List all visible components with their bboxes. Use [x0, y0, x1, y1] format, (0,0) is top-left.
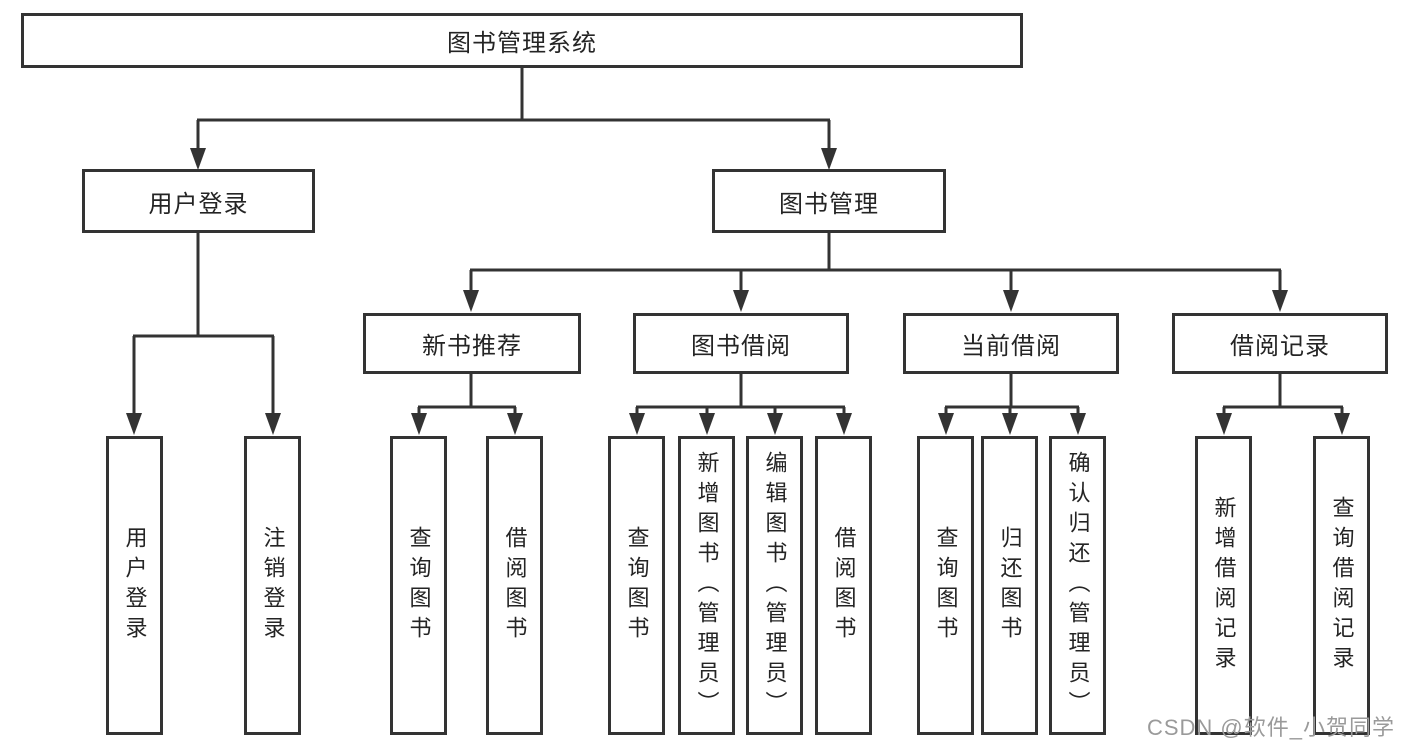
node-new-book-recommendation: 新书推荐 [363, 313, 581, 374]
leaf-logout: 注销登录 [244, 436, 301, 735]
arrow-down-icon [126, 413, 142, 435]
node-book-borrowing: 图书借阅 [633, 313, 849, 374]
connector-current-borrow-children [944, 374, 1080, 417]
arrow-down-icon [733, 290, 749, 312]
node-borrowing-records: 借阅记录 [1172, 313, 1388, 374]
leaf-edit-books-admin: 编辑图书（管理员） [746, 436, 803, 735]
leaf-borrow-books: 借阅图书 [815, 436, 872, 735]
node-user-login: 用户登录 [82, 169, 315, 233]
connector-borrow-records-children [1222, 374, 1344, 417]
arrow-down-icon [1003, 290, 1019, 312]
arrow-down-icon [507, 413, 523, 435]
leaf-label: 查询图书 [624, 525, 650, 646]
arrow-down-icon [411, 413, 427, 435]
csdn-watermark: CSDN @软件_小贺同学 [1146, 715, 1395, 740]
leaf-label: 借阅图书 [831, 525, 857, 646]
arrow-down-icon [821, 148, 837, 170]
arrow-down-icon [767, 413, 783, 435]
arrow-down-icon [463, 290, 479, 312]
leaf-label: 编辑图书（管理员） [762, 450, 788, 721]
leaf-label: 查询图书 [406, 525, 432, 646]
arrowheads [126, 148, 1350, 435]
leaf-label: 查询借阅记录 [1329, 495, 1355, 676]
leaf-label: 新增借阅记录 [1211, 495, 1237, 676]
arrow-down-icon [629, 413, 645, 435]
connector-lines [132, 68, 1344, 417]
connector-user-login-children [132, 233, 275, 417]
arrow-down-icon [1070, 413, 1086, 435]
leaf-query-books-borrow: 查询图书 [608, 436, 665, 735]
arrow-down-icon [1216, 413, 1232, 435]
arrow-down-icon [836, 413, 852, 435]
leaf-label: 归还图书 [997, 525, 1023, 646]
leaf-query-books-recommend: 查询图书 [390, 436, 447, 735]
node-book-management: 图书管理 [712, 169, 946, 233]
arrow-down-icon [1334, 413, 1350, 435]
leaf-borrow-books-recommend: 借阅图书 [486, 436, 543, 735]
leaf-label: 注销登录 [260, 525, 286, 646]
connector-book-borrow-children [635, 374, 846, 417]
arrow-down-icon [265, 413, 281, 435]
arrow-down-icon [190, 148, 206, 170]
leaf-query-books-current: 查询图书 [917, 436, 974, 735]
node-current-borrowing: 当前借阅 [903, 313, 1119, 374]
leaf-label: 借阅图书 [502, 525, 528, 646]
leaf-label: 用户登录 [122, 525, 148, 646]
leaf-query-borrow-record: 查询借阅记录 [1313, 436, 1370, 735]
leaf-add-borrow-record: 新增借阅记录 [1195, 436, 1252, 735]
leaf-return-books: 归还图书 [981, 436, 1038, 735]
leaf-label: 查询图书 [933, 525, 959, 646]
leaf-confirm-return-admin: 确认归还（管理员） [1049, 436, 1106, 735]
leaf-label: 确认归还（管理员） [1065, 450, 1091, 721]
connector-book-management-to-level3 [469, 233, 1282, 294]
arrow-down-icon [1002, 413, 1018, 435]
arrow-down-icon [699, 413, 715, 435]
leaf-user-login: 用户登录 [106, 436, 163, 735]
node-library-management-system: 图书管理系统 [21, 13, 1023, 68]
arrow-down-icon [1272, 290, 1288, 312]
connector-root-to-level2 [196, 68, 831, 152]
connector-new-book-children [417, 374, 517, 417]
leaf-label: 新增图书（管理员） [694, 450, 720, 721]
leaf-add-books-admin: 新增图书（管理员） [678, 436, 735, 735]
arrow-down-icon [938, 413, 954, 435]
